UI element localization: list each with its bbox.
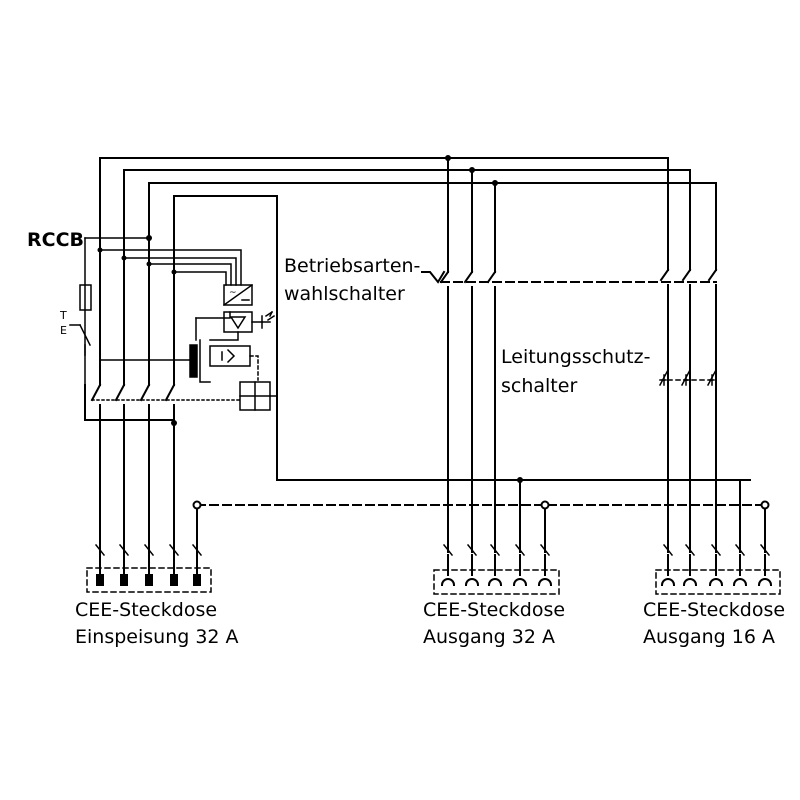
- socket-infeed: [86, 543, 212, 593]
- socket-output32-subtitle: Ausgang 32 A: [423, 626, 555, 648]
- neutral-pe-lines: [192, 477, 770, 566]
- socket-infeed-subtitle: Einspeisung 32 A: [75, 626, 239, 648]
- mode-switches: [421, 268, 718, 553]
- mcb-switches: [658, 368, 718, 387]
- bus-lines: [99, 157, 751, 481]
- mcb-label-line1: Leitungsschutz-: [501, 346, 651, 368]
- mode-switch-label-line2: wahlschalter: [284, 283, 405, 305]
- mcb-label-line2: schalter: [501, 375, 578, 397]
- socket-output16-title: CEE-Steckdose: [643, 599, 786, 621]
- svg-text:~: ~: [229, 288, 237, 298]
- rccb-contacts: [84, 383, 241, 566]
- socket-infeed-title: CEE-Steckdose: [75, 599, 218, 621]
- output32-feeders: [445, 155, 498, 273]
- test-button-t-label: T: [60, 309, 67, 322]
- socket-output-32a: [433, 543, 560, 595]
- socket-output16-subtitle: Ausgang 16 A: [643, 626, 775, 648]
- test-button-e-label: E: [60, 324, 67, 337]
- rccb-block: ~: [69, 235, 278, 411]
- rccb-label: RCCB: [27, 229, 84, 251]
- socket-output32-title: CEE-Steckdose: [423, 599, 566, 621]
- mode-switch-label-line1: Betriebsarten-: [284, 255, 421, 277]
- socket-output-16a: [655, 543, 781, 595]
